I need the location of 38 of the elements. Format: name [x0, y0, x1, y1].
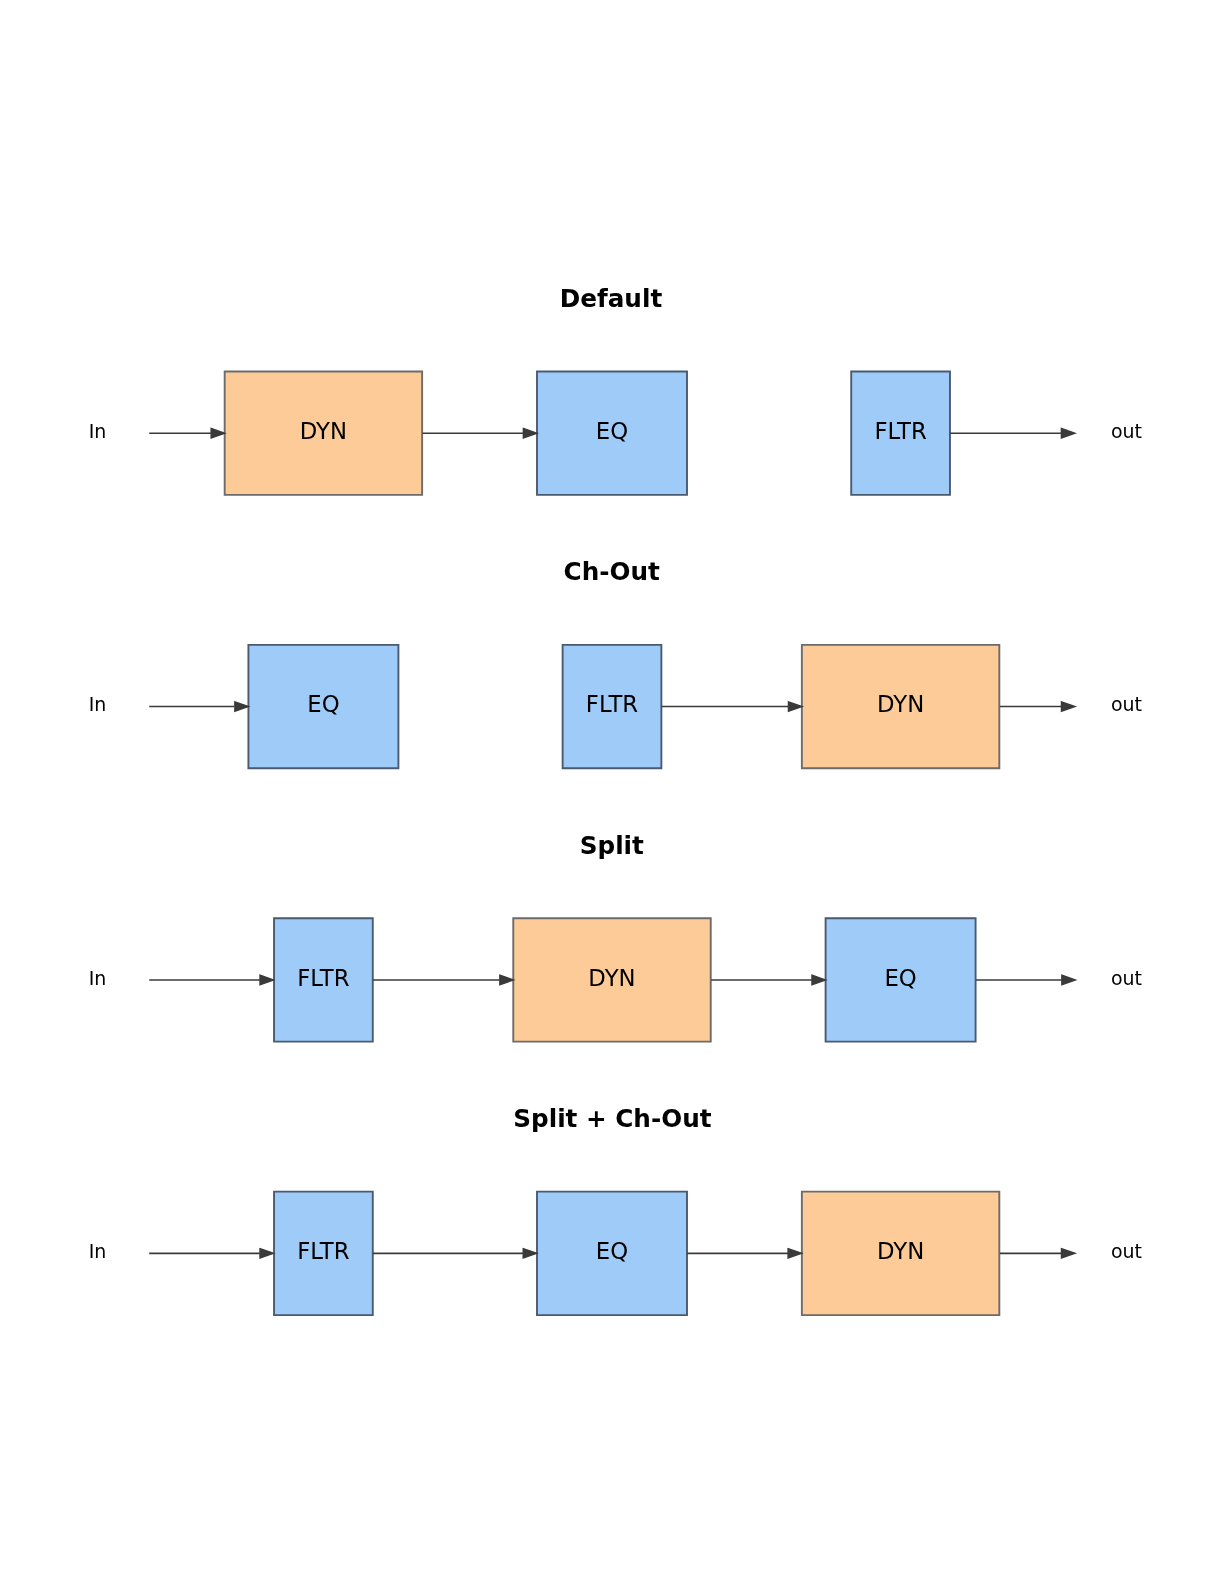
arrow — [999, 700, 1078, 713]
node-text: In — [88, 1240, 107, 1263]
node-text: out — [1110, 693, 1143, 716]
node-box: DYN — [512, 917, 712, 1043]
node-text: In — [88, 419, 107, 442]
node-box: DYN — [223, 370, 424, 496]
arrow — [999, 1247, 1078, 1260]
arrow — [372, 1247, 539, 1260]
label: Default — [559, 283, 663, 313]
node-box: FLTR — [850, 370, 951, 496]
label: Split — [579, 830, 644, 860]
node-text: In — [88, 693, 107, 716]
node-text: out — [1110, 419, 1143, 442]
node-box: EQ — [247, 643, 400, 770]
node-box: EQ — [824, 917, 977, 1043]
arrow — [148, 427, 227, 439]
label: Ch-Out — [563, 557, 660, 587]
arrow — [148, 1247, 276, 1260]
node-box: EQ — [536, 370, 688, 496]
arrow — [660, 700, 805, 713]
arrow — [949, 427, 1078, 439]
node-text: out — [1110, 1240, 1143, 1263]
arrow — [148, 974, 276, 986]
arrow — [975, 974, 1078, 986]
arrow — [372, 974, 516, 986]
label: Split + Ch-Out — [513, 1103, 712, 1133]
node-box: EQ — [536, 1190, 688, 1317]
node-text: out — [1110, 966, 1143, 989]
node-text: In — [88, 966, 107, 989]
node-box: FLTR — [273, 1190, 374, 1317]
node-box: DYN — [800, 1190, 1001, 1317]
arrow — [686, 1247, 804, 1260]
arrow — [421, 427, 539, 439]
node-box: FLTR — [561, 643, 663, 770]
node-box: FLTR — [273, 917, 374, 1043]
arrow — [710, 974, 828, 986]
arrow — [148, 700, 251, 713]
node-box: DYN — [800, 643, 1001, 770]
